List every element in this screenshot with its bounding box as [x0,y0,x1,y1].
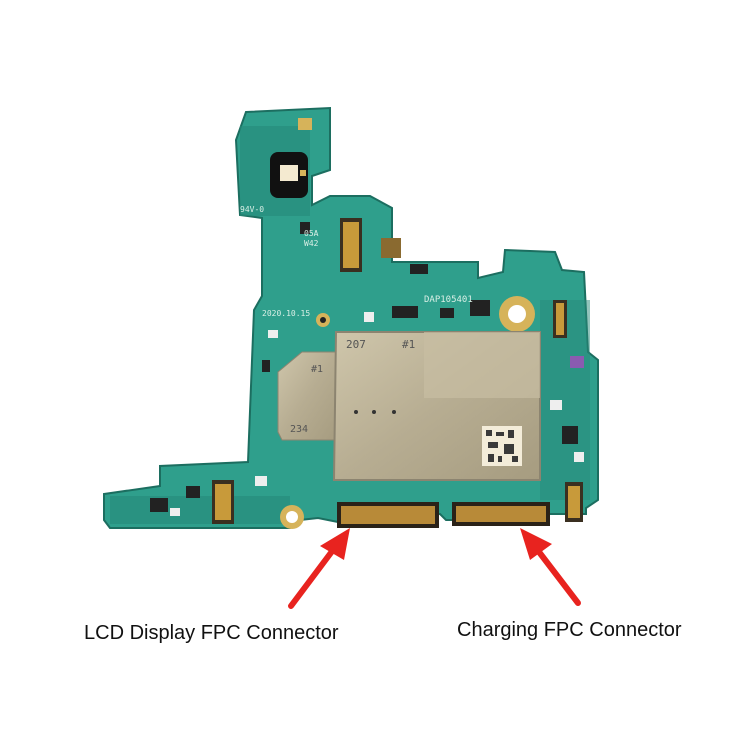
small-shield-code: 234 [290,424,308,435]
board-date: 2020.10.15 [262,309,310,318]
shield-number-a: 207 [346,338,366,351]
shield-number-b: #1 [402,338,415,351]
board-code: DAP105401 [424,295,473,305]
board-mark-w42: W42 [304,239,319,248]
arrow-charging [520,528,581,606]
small-shield-number: #1 [311,364,323,375]
charging-connector-label: Charging FPC Connector [457,619,682,641]
board-mark-05a: 05A [304,229,319,238]
board-rev: 94V-0 [240,205,264,214]
arrow-lcd [288,528,350,609]
lcd-connector-label: LCD Display FPC Connector [84,622,339,644]
